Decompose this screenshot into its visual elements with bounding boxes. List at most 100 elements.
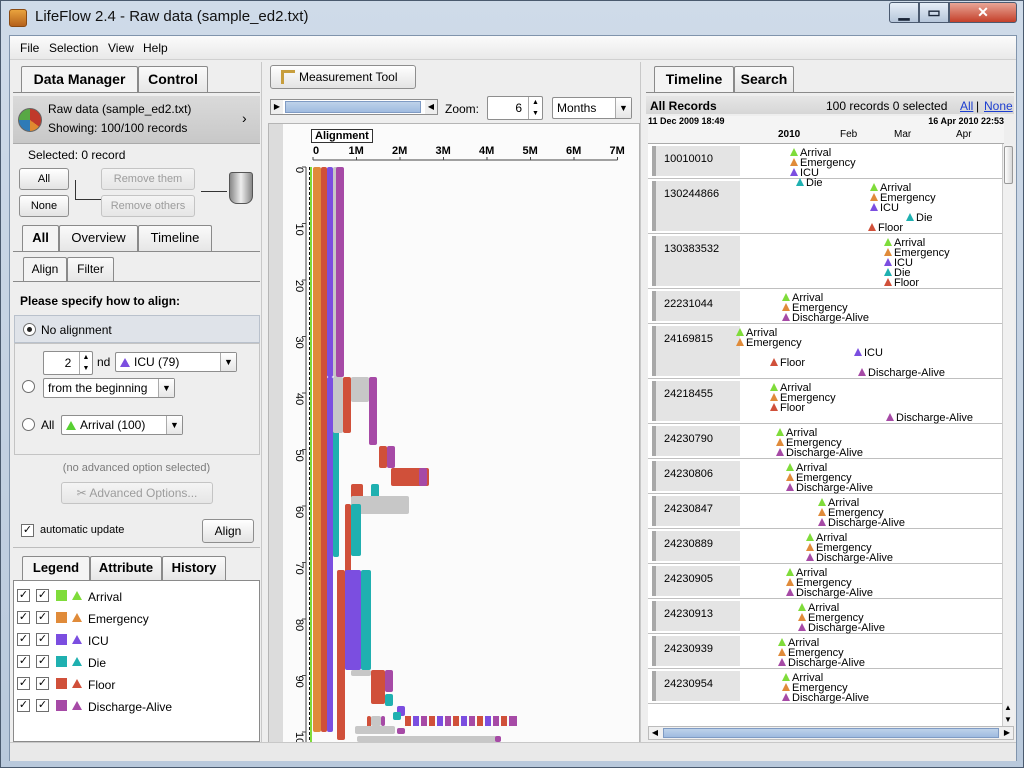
- timeline-event[interactable]: Die: [796, 178, 823, 189]
- legend-visible-checkbox[interactable]: ✓: [17, 699, 30, 712]
- align-button[interactable]: Align: [202, 519, 254, 543]
- select-none-button[interactable]: None: [19, 195, 69, 217]
- spinner-arrows-icon[interactable]: ▲▼: [528, 97, 542, 119]
- tab-search[interactable]: Search: [734, 66, 794, 92]
- timeline-event[interactable]: Arrival: [790, 148, 831, 159]
- timeline-event[interactable]: Discharge-Alive: [776, 448, 863, 459]
- zoom-spinner[interactable]: 6 ▲▼: [487, 96, 543, 120]
- horizontal-scroll-thumb[interactable]: [663, 728, 999, 738]
- timeline-event[interactable]: Emergency: [790, 158, 856, 169]
- minimize-button[interactable]: ▁: [889, 2, 919, 23]
- flow-bar[interactable]: [327, 167, 333, 377]
- flow-bar[interactable]: [345, 570, 361, 670]
- vertical-scrollbar[interactable]: ▲ ▼: [1002, 144, 1014, 726]
- flow-bar[interactable]: [385, 670, 393, 692]
- flow-bar[interactable]: [351, 496, 409, 514]
- timeline-event[interactable]: Emergency: [736, 338, 802, 349]
- flow-bar[interactable]: [355, 726, 395, 734]
- timeline-event[interactable]: Emergency: [806, 543, 872, 554]
- timeline-event[interactable]: Emergency: [870, 193, 936, 204]
- flow-bar[interactable]: [357, 736, 497, 742]
- timeline-event[interactable]: Arrival: [818, 498, 859, 509]
- close-button[interactable]: ✕: [949, 2, 1017, 23]
- maximize-button[interactable]: ▭: [919, 2, 949, 23]
- time-unit-combo[interactable]: Months ▼: [552, 97, 632, 119]
- flow-bar[interactable]: [393, 712, 401, 720]
- from-combo[interactable]: from the beginning ▼: [43, 378, 175, 398]
- timeline-event[interactable]: Arrival: [770, 383, 811, 394]
- legend-item[interactable]: ✓✓Floor: [14, 675, 254, 693]
- select-none-link[interactable]: None: [984, 99, 1013, 113]
- scroll-down-icon[interactable]: ▼: [1004, 715, 1012, 724]
- timeline-event[interactable]: ICU: [790, 168, 819, 179]
- scroll-thumb[interactable]: [285, 101, 421, 113]
- nth-event-combo[interactable]: ICU (79) ▼: [115, 352, 237, 372]
- flow-bar[interactable]: [405, 716, 411, 726]
- flow-bar[interactable]: [501, 716, 507, 726]
- timeline-event[interactable]: Discharge-Alive: [886, 413, 973, 424]
- scroll-left-icon[interactable]: ◀: [651, 728, 659, 737]
- timeline-event[interactable]: Emergency: [782, 303, 848, 314]
- flow-bar[interactable]: [397, 728, 405, 734]
- legend-visible-checkbox[interactable]: ✓: [17, 611, 30, 624]
- no-alignment-radio[interactable]: [23, 323, 36, 336]
- timeline-event[interactable]: Discharge-Alive: [818, 518, 905, 529]
- flow-bar[interactable]: [321, 167, 327, 732]
- timeline-event[interactable]: Discharge-Alive: [786, 588, 873, 599]
- scroll-right-icon[interactable]: ▶: [1003, 728, 1011, 737]
- timeline-event[interactable]: Discharge-Alive: [782, 693, 869, 704]
- legend-active-checkbox[interactable]: ✓: [36, 699, 49, 712]
- timeline-event[interactable]: Arrival: [786, 463, 827, 474]
- flow-bar[interactable]: [469, 716, 475, 726]
- timeline-event[interactable]: Emergency: [782, 683, 848, 694]
- legend-item[interactable]: ✓✓Die: [14, 653, 254, 671]
- tab-timeline-left[interactable]: Timeline: [138, 225, 212, 251]
- scroll-left-icon[interactable]: ◀: [425, 100, 437, 114]
- menu-file[interactable]: File: [20, 41, 40, 55]
- timeline-event[interactable]: Emergency: [818, 508, 884, 519]
- menu-help[interactable]: Help: [143, 41, 168, 55]
- timeline-event[interactable]: Emergency: [884, 248, 950, 259]
- flow-bar[interactable]: [371, 716, 381, 726]
- tab-filter[interactable]: Filter: [67, 257, 114, 281]
- nth-event-radio[interactable]: [22, 380, 35, 393]
- legend-item[interactable]: ✓✓Emergency: [14, 609, 254, 627]
- flow-bar[interactable]: [453, 716, 459, 726]
- flow-bar[interactable]: [509, 716, 517, 726]
- tab-data-manager[interactable]: Data Manager: [21, 66, 138, 92]
- menu-view[interactable]: View: [108, 41, 134, 55]
- legend-active-checkbox[interactable]: ✓: [36, 589, 49, 602]
- timeline-event[interactable]: Floor: [868, 223, 903, 234]
- right-splitter[interactable]: [640, 62, 645, 745]
- left-splitter[interactable]: [261, 62, 266, 745]
- flow-bar[interactable]: [387, 446, 395, 468]
- flow-bar[interactable]: [351, 504, 361, 556]
- measurement-tool-button[interactable]: Measurement Tool: [270, 65, 416, 89]
- timeline-event[interactable]: Discharge-Alive: [786, 483, 873, 494]
- select-all-link[interactable]: All: [960, 99, 974, 113]
- flow-bar[interactable]: [495, 736, 501, 742]
- remove-them-button[interactable]: Remove them: [101, 168, 195, 190]
- flow-bar[interactable]: [381, 716, 385, 726]
- timeline-event[interactable]: Emergency: [770, 393, 836, 404]
- flow-bar[interactable]: [371, 670, 385, 704]
- timeline-event[interactable]: Floor: [770, 403, 805, 414]
- timeline-event[interactable]: Floor: [884, 278, 919, 289]
- nth-spinner[interactable]: 2 ▲▼: [43, 351, 93, 375]
- vertical-scroll-thumb[interactable]: [1004, 146, 1013, 184]
- flow-bar[interactable]: [379, 446, 387, 468]
- flow-bar[interactable]: [343, 377, 351, 433]
- timeline-event[interactable]: Arrival: [798, 603, 839, 614]
- timeline-event[interactable]: ICU: [884, 258, 913, 269]
- flow-bar[interactable]: [445, 716, 451, 726]
- timeline-event[interactable]: Floor: [770, 358, 805, 369]
- timeline-event[interactable]: Emergency: [786, 578, 852, 589]
- flow-bar[interactable]: [351, 670, 371, 676]
- remove-others-button[interactable]: Remove others: [101, 195, 195, 217]
- tab-attribute[interactable]: Attribute: [90, 556, 162, 580]
- timeline-event[interactable]: Die: [884, 268, 911, 279]
